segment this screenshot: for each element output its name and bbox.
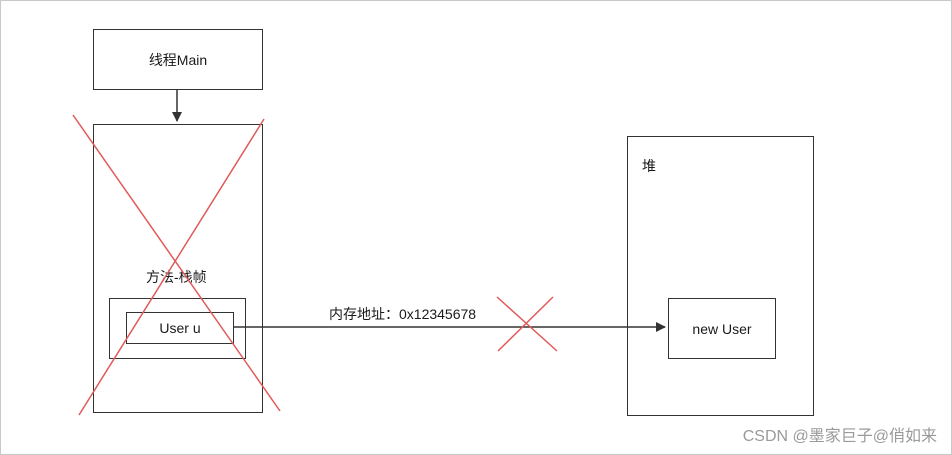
stack-cross-line-2	[78, 118, 265, 416]
heap-object-label: new User	[692, 320, 752, 337]
stack-frame-box	[109, 298, 246, 359]
stack-cross-line-1	[72, 114, 281, 412]
local-variable-user-u: User u	[126, 312, 234, 344]
reference-cross-line-1	[496, 296, 558, 352]
reference-edge-label: 内存地址：0x12345678	[329, 306, 477, 322]
local-variable-label: User u	[159, 320, 201, 336]
thread-main-label: 线程Main	[148, 51, 208, 68]
heap-container	[627, 136, 814, 416]
heap-object-new-user: new User	[668, 298, 776, 359]
stack-frame-label: 方法-栈帧	[146, 269, 207, 285]
heap-label: 堆	[642, 158, 656, 174]
thread-main-box: 线程Main	[93, 29, 263, 90]
stack-container	[93, 124, 263, 413]
watermark-text: CSDN @墨家巨子@俏如来	[742, 428, 937, 445]
reference-cross-line-2	[497, 296, 554, 352]
